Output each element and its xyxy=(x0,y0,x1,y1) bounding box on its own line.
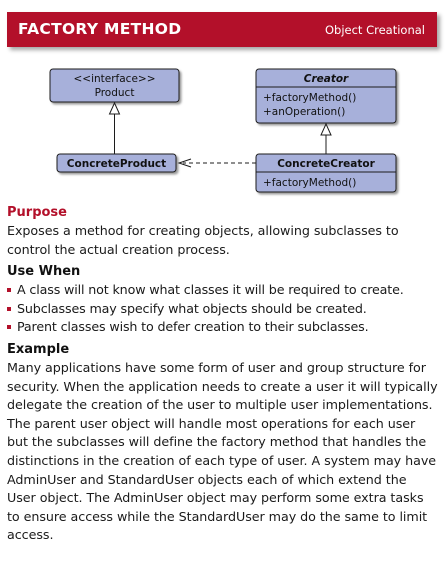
pattern-description: Purpose Exposes a method for creating ob… xyxy=(7,203,439,545)
list-item: Parent classes wish to defer creation to… xyxy=(7,318,439,337)
concrete-product-box: ConcreteProduct xyxy=(56,153,177,173)
list-item-text: Parent classes wish to defer creation to… xyxy=(17,319,369,335)
creator-class-box: Creator +factoryMethod() +anOperation() xyxy=(255,68,397,124)
product-inheritance-arrow xyxy=(108,101,121,154)
concrete-creator-box: ConcreteCreator +factoryMethod() xyxy=(255,153,397,193)
concrete-product-name: ConcreteProduct xyxy=(67,158,166,170)
product-name: Product xyxy=(95,87,135,99)
list-item: A class will not know what classes it wi… xyxy=(7,281,439,300)
purpose-heading: Purpose xyxy=(7,205,67,220)
concrete-creator-name: ConcreteCreator xyxy=(277,158,375,170)
bullet-icon xyxy=(7,325,11,330)
bullet-icon xyxy=(7,288,11,293)
pattern-header: FACTORY METHOD Object Creational xyxy=(7,12,437,47)
creates-dependency-arrow xyxy=(177,158,256,168)
purpose-text: Exposes a method for creating objects, a… xyxy=(7,223,399,257)
example-text: Many applications have some form of user… xyxy=(7,359,438,543)
list-item-text: A class will not know what classes it wi… xyxy=(17,282,404,298)
example-heading: Example xyxy=(7,341,70,357)
list-item-text: Subclasses may specify what objects shou… xyxy=(17,300,367,316)
use-when-list: A class will not know what classes it wi… xyxy=(7,281,439,337)
product-interface-box: <<interface>> Product xyxy=(49,68,180,103)
creator-method: +factoryMethod() xyxy=(263,92,356,104)
creator-inheritance-arrow xyxy=(320,122,332,154)
concrete-creator-method: +factoryMethod() xyxy=(263,177,356,189)
list-item: Subclasses may specify what objects shou… xyxy=(7,300,439,319)
uml-class-diagram: <<interface>> Product Creator +factoryMe… xyxy=(49,68,397,193)
product-stereotype: <<interface>> xyxy=(73,73,155,85)
creator-name: Creator xyxy=(304,73,349,85)
pattern-title: FACTORY METHOD xyxy=(18,20,182,38)
use-when-heading: Use When xyxy=(7,264,81,280)
bullet-icon xyxy=(7,306,11,311)
creator-method: +anOperation() xyxy=(263,106,345,118)
pattern-category: Object Creational xyxy=(324,23,425,37)
